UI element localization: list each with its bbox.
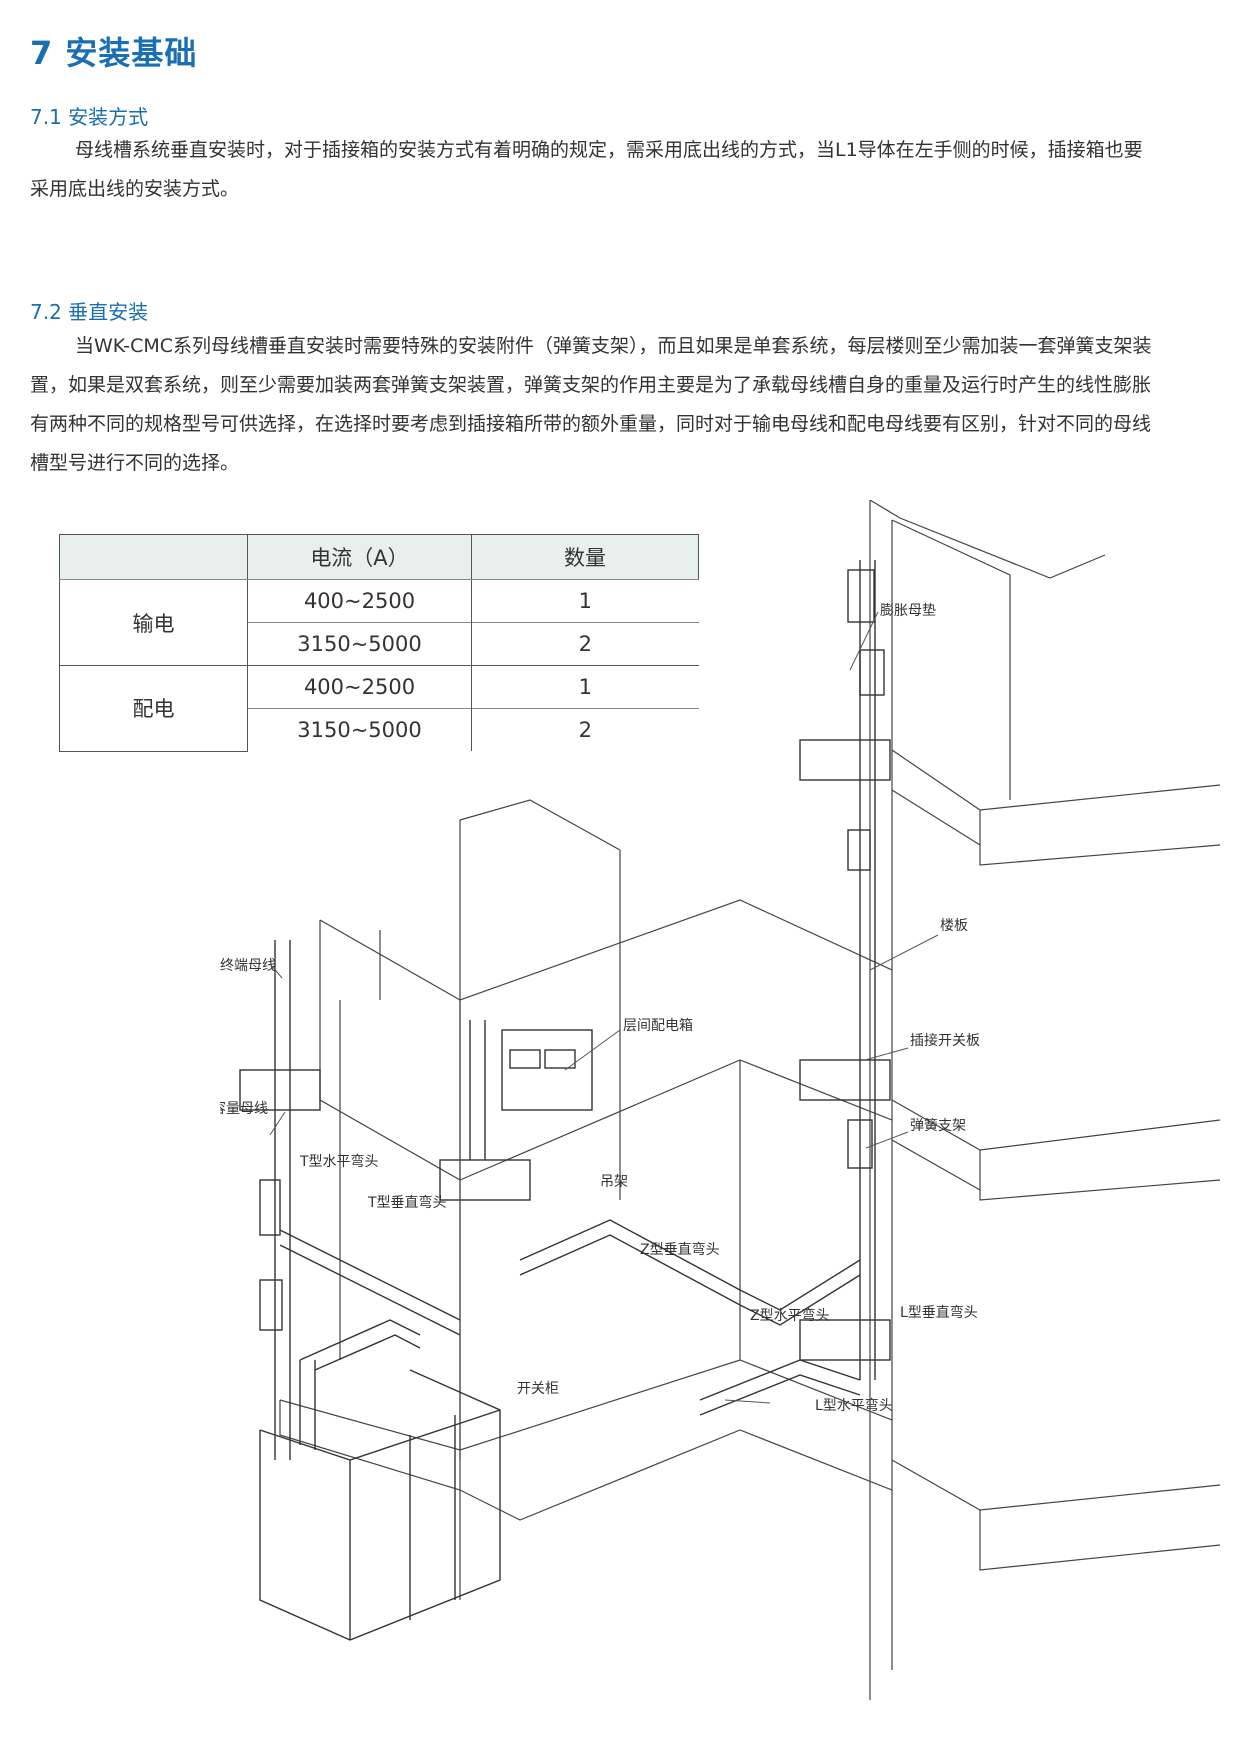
- spring-bracket-table: 电流（A） 数量 输电 400~2500 1 3150~5000 2 配电 40…: [59, 534, 699, 752]
- subsection-title-install-method: 7.1 安装方式: [30, 105, 149, 129]
- install-method-paragraph: 母线槽系统垂直安装时，对于插接箱的安装方式有着明确的规定，需采用底出线的方式，当…: [30, 139, 1143, 200]
- table-row: 3150~5000 2: [60, 622, 699, 666]
- label-terminal-busbar: 终端母线: [220, 958, 276, 974]
- vertical-install-paragraph: 当WK-CMC系列母线槽垂直安装时需要特殊的安装附件（弹簧支架），而且如果是单套…: [30, 335, 1152, 474]
- qty-cell: 1: [471, 579, 699, 623]
- label-expansion-pad: 膨胀母垫: [880, 602, 936, 619]
- table-header-empty: [59, 534, 248, 580]
- label-l-vertical-elbow: L型垂直弯头: [900, 1304, 978, 1321]
- current-cell: 3150~5000: [247, 622, 472, 666]
- label-l-horizontal-elbow: L型水平弯头: [815, 1397, 893, 1414]
- label-t-vertical-elbow: T型垂直弯头: [367, 1194, 447, 1211]
- current-cell: 400~2500: [247, 665, 472, 709]
- label-spring-bracket: 弹簧支架: [910, 1118, 966, 1134]
- table-header-qty: 数量: [471, 534, 699, 580]
- label-z-horizontal-elbow: Z型水平弯头: [750, 1307, 830, 1324]
- group-transmission: 输电: [59, 579, 248, 666]
- qty-cell: 1: [471, 665, 699, 709]
- subsection-title-vertical-install: 7.2 垂直安装: [30, 300, 149, 324]
- label-plugin-switch-board: 插接开关板: [910, 1032, 980, 1049]
- table-row: 配电 400~2500 1: [59, 665, 699, 752]
- label-switch-cabinet: 开关柜: [517, 1381, 559, 1397]
- label-t-horizontal-elbow: T型水平弯头: [299, 1153, 379, 1170]
- label-variable-capacity-busbar: 变容量母线: [220, 1100, 268, 1117]
- section-title: 7 安装基础: [30, 34, 198, 72]
- group-distribution: 配电: [59, 665, 248, 752]
- label-z-vertical-elbow: Z型垂直弯头: [640, 1241, 720, 1258]
- current-cell: 400~2500: [247, 579, 472, 623]
- table-header-row: 电流（A） 数量: [59, 534, 699, 580]
- current-cell: 3150~5000: [247, 708, 472, 751]
- label-floor-distribution-box: 层间配电箱: [623, 1018, 693, 1034]
- busbar-routes: [239, 560, 891, 1641]
- table-row: 输电 400~2500 1: [59, 579, 699, 666]
- busbar-installation-diagram: 膨胀母垫 楼板 插接开关板 弹簧支架 终端母线 层间配电箱 变容量母线 T型水平…: [220, 500, 1221, 1700]
- qty-cell: 2: [471, 622, 699, 666]
- label-hanger: 吊架: [600, 1174, 628, 1190]
- table-row: 3150~5000 2: [60, 708, 699, 751]
- qty-cell: 2: [471, 708, 699, 751]
- label-leaders: [269, 611, 939, 1404]
- label-floor-slab: 楼板: [940, 918, 968, 934]
- building-structure: [279, 500, 1221, 1700]
- table-header-current: 电流（A）: [247, 534, 472, 580]
- diagram-labels: 膨胀母垫 楼板 插接开关板 弹簧支架 终端母线 层间配电箱 变容量母线 T型水平…: [220, 602, 980, 1414]
